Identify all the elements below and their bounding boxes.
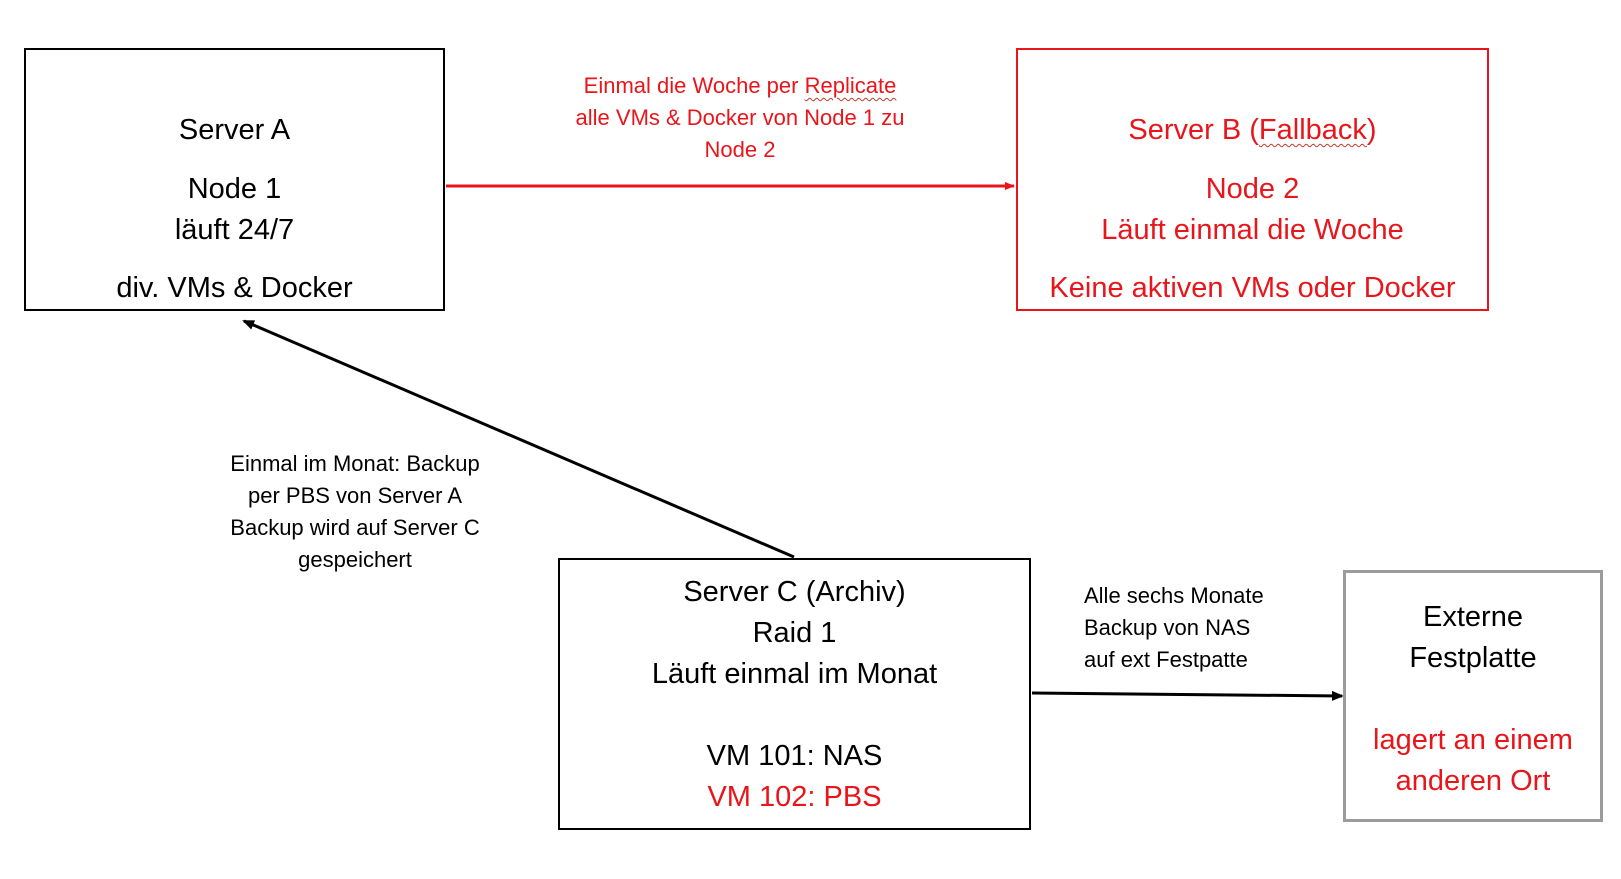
server-a-node: Node 1: [187, 172, 282, 205]
server-b-content: Keine aktiven VMs oder Docker: [1049, 272, 1456, 304]
server-c-title: Server C (Archiv): [683, 576, 906, 608]
server-c-box: Server C (Archiv) Raid 1 Läuft einmal im…: [558, 558, 1031, 830]
server-c-vm-102: VM 102: PBS: [707, 781, 882, 813]
external-label-line3: auf ext Festpatte: [1084, 647, 1248, 672]
external-disk-title-line2: Festplatte: [1409, 642, 1537, 674]
server-b-status: Läuft einmal die Woche: [1101, 213, 1404, 246]
external-disk-note-line1: lagert an einem: [1373, 724, 1573, 756]
backup-label-line4: gespeichert: [298, 547, 412, 572]
backup-edge-label: Einmal im Monat: Backup per PBS von Serv…: [205, 448, 505, 576]
server-b-box: Server B (Fallback) Node 2 Läuft einmal …: [1016, 48, 1489, 311]
backup-arrow: [242, 319, 795, 559]
external-label-line1: Alle sechs Monate: [1084, 583, 1264, 608]
server-a-box: Server A Node 1 läuft 24/7 div. VMs & Do…: [24, 48, 445, 311]
server-a-title: Server A: [178, 114, 291, 146]
external-backup-arrow: [1031, 690, 1344, 701]
external-disk-box: Externe Festplatte lagert an einem ander…: [1343, 570, 1603, 822]
server-a-content: div. VMs & Docker: [116, 272, 353, 304]
server-b-node: Node 2: [1205, 172, 1300, 205]
external-label-line2: Backup von NAS: [1084, 615, 1251, 640]
server-b-title-word: Fallback: [1258, 114, 1367, 146]
replicate-label-line3: Node 2: [704, 137, 776, 162]
backup-label-line3: Backup wird auf Server C: [230, 515, 480, 540]
backup-label-line2: per PBS von Server A: [248, 483, 462, 508]
replicate-label-word: Replicate: [804, 73, 897, 98]
server-c-raid: Raid 1: [752, 617, 837, 649]
server-c-status: Läuft einmal im Monat: [651, 658, 938, 690]
server-a-status: läuft 24/7: [174, 213, 295, 246]
replicate-edge-label: Einmal die Woche per Replicate alle VMs …: [555, 70, 925, 166]
server-c-vm-101: VM 101: NAS: [706, 740, 883, 772]
replicate-label-line2: alle VMs & Docker von Node 1 zu: [575, 105, 905, 130]
external-disk-title-line1: Externe: [1423, 601, 1523, 633]
server-b-title: Server B (Fallback): [1128, 114, 1377, 146]
backup-label-line1: Einmal im Monat: Backup: [230, 451, 480, 476]
external-disk-note-line2: anderen Ort: [1395, 765, 1551, 797]
replicate-label-line1: Einmal die Woche per Replicate: [583, 73, 897, 98]
external-edge-label: Alle sechs Monate Backup von NAS auf ext…: [1084, 580, 1314, 676]
